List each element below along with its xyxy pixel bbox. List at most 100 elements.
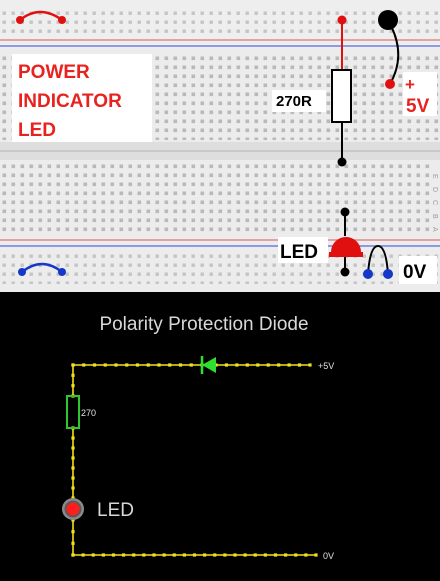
trace-top-right-dot [224, 363, 229, 367]
trace-bottom-dot [101, 553, 105, 557]
trace-bottom-dot [213, 553, 217, 557]
trace-left-upper-dot [71, 384, 75, 388]
trace-top-right-dot [308, 363, 312, 367]
trace-left-middle-dot [71, 456, 75, 460]
trace-bottom-dot [142, 553, 146, 557]
trace-bottom-dot [192, 553, 197, 557]
column-letter-a: A [431, 227, 438, 232]
trace-bottom-dot [223, 553, 227, 557]
schematic-title: Polarity Protection Diode [99, 314, 308, 335]
positive-label-bg [403, 72, 437, 116]
schematic-background [0, 292, 440, 581]
trace-left-lower-dot [71, 530, 75, 534]
trace-top-left-dot [189, 363, 193, 367]
resistor-lead-bottom-end [337, 157, 347, 167]
trace-bottom-dot [81, 553, 85, 557]
column-letter-b: B [431, 214, 438, 219]
trace-bottom-dot [71, 553, 75, 557]
trace-top-right-dot [287, 363, 291, 367]
trace-top-left-dot [114, 363, 118, 367]
led-lead-top-end [340, 207, 350, 217]
led-body [331, 237, 361, 256]
trace-bottom-dot [162, 553, 166, 557]
trace-bottom-dot [111, 553, 116, 557]
trace-bottom-dot [294, 553, 298, 557]
led-flange [329, 252, 363, 257]
trace-top-left-dot [92, 363, 97, 367]
trace-top-left-dot [82, 363, 86, 367]
led-label-bg [278, 237, 328, 263]
resistor-label: 270R [276, 93, 312, 110]
trace-left-middle-dot [71, 476, 75, 480]
supply-wire [389, 25, 400, 85]
trace-left-upper-dot [71, 373, 75, 377]
supply-connector [378, 10, 398, 30]
trace-top-right-dot [235, 363, 239, 367]
trace-left-middle-dot [71, 486, 75, 490]
trace-left-lower-dot [71, 541, 75, 545]
top-jumper-wire [19, 10, 63, 22]
lower-terminal-holes [0, 162, 430, 232]
trace-top-left-dot [125, 363, 129, 367]
trace-left-middle-dot [71, 496, 75, 500]
trace-bottom-dot [152, 553, 156, 557]
top-jumper-end-right [58, 16, 66, 24]
trace-left-middle-dot [71, 436, 75, 440]
breadboard: A B C D E POWER INDICATOR LED 270R [0, 0, 440, 292]
resistor-lead-top-end [337, 15, 347, 25]
trace-bottom-dot [284, 553, 288, 557]
top-rail-holes [2, 8, 438, 38]
ground-wire [367, 244, 389, 275]
trace-bottom-dot [91, 553, 95, 557]
schematic-traces [71, 363, 318, 557]
trace-bottom-dot [304, 553, 308, 557]
trace-top-right-dot [277, 363, 281, 367]
resistor-label-bg [272, 90, 326, 112]
diode-triangle [202, 357, 216, 373]
trace-bottom-dot [132, 553, 136, 557]
resistor-body [331, 69, 352, 123]
supply-wire-end [385, 79, 395, 89]
trace-top-left-dot [157, 363, 161, 367]
schematic-led-label: LED [97, 500, 134, 521]
trace-bottom-dot [253, 553, 257, 557]
bottom-jumper-end-right [58, 268, 66, 276]
trace-top-left-dot [178, 363, 183, 367]
bottom-jumper-end-left [18, 268, 26, 276]
title-line-3: LED [18, 120, 56, 141]
trace-left-middle-dot [71, 446, 75, 450]
positive-sign: + [405, 75, 415, 94]
led-label: LED [280, 242, 318, 263]
trace-bottom-dot [182, 553, 186, 557]
trace-bottom-dot [314, 553, 318, 557]
column-letter-c: C [431, 200, 438, 205]
schematic-resistor-value: 270 [81, 408, 96, 418]
trace-top-left-dot [168, 363, 172, 367]
bottom-rail-holes [2, 250, 438, 284]
trace-bottom-dot [172, 553, 176, 557]
ground-label: 0V [403, 262, 427, 283]
led-lead-bottom-end [340, 267, 350, 277]
positive-label: 5V [406, 96, 430, 117]
diode-symbol [200, 356, 216, 374]
schematic-positive-rail-label: +5V [318, 361, 334, 371]
trace-top-right-dot [245, 363, 249, 367]
trace-bottom-dot [263, 553, 267, 557]
trace-left-middle-dot [71, 466, 75, 470]
trace-top-left-dot [146, 363, 150, 367]
trace-bottom-dot [233, 553, 237, 557]
ground-wire-end-right [383, 269, 393, 279]
trace-top-right-dot [266, 363, 270, 367]
schematic-led [66, 502, 80, 516]
top-jumper-end-left [16, 16, 24, 24]
schematic-ground-rail-label: 0V [323, 551, 334, 561]
column-letter-d: D [431, 187, 438, 192]
trace-bottom-dot [122, 553, 126, 557]
title-panel [12, 54, 152, 142]
title-line-2: INDICATOR [18, 91, 122, 112]
trace-top-right-dot [256, 363, 260, 367]
trace-bottom-dot [203, 553, 207, 557]
bottom-jumper-wire [21, 262, 63, 273]
trace-left-upper-dot [71, 363, 75, 367]
